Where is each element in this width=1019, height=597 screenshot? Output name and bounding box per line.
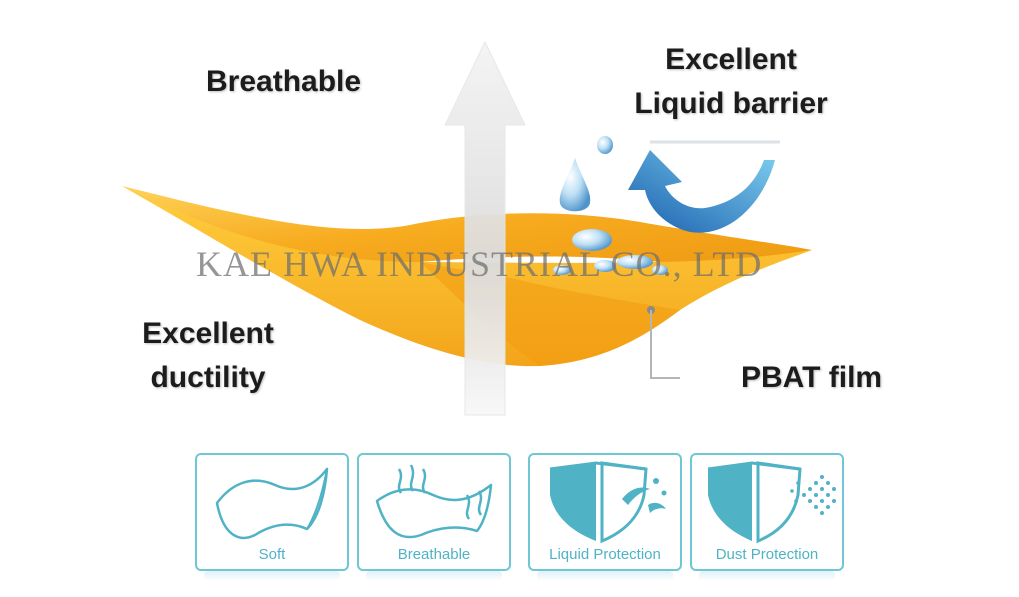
water-droplet-icon xyxy=(597,136,613,154)
pbat-leader-line xyxy=(650,310,680,379)
breathable-label-text: Breathable xyxy=(206,65,362,98)
liquid-shield-icon xyxy=(549,461,667,544)
breathable-label: Breathable xyxy=(206,60,361,104)
card-reflection xyxy=(366,571,502,581)
feature-label-liquid-protection: Liquid Protection xyxy=(549,546,661,563)
water-droplet-icon xyxy=(572,229,612,251)
feature-card-soft: Soft xyxy=(195,453,349,571)
feature-label-breathable: Breathable xyxy=(397,546,471,563)
feature-card-breathable: Breathable xyxy=(357,453,511,571)
ductility-line1: Excellent xyxy=(142,317,274,350)
pbat-film-label: PBAT film xyxy=(741,356,882,400)
company-watermark: KAE HWA INDUSTRIAL CO., LTD xyxy=(196,244,763,284)
ductility-line2: ductility xyxy=(150,360,266,394)
water-droplet-icon xyxy=(594,260,616,272)
ductility-label: Excellent ductility xyxy=(138,312,278,399)
card-reflection xyxy=(699,571,835,581)
liquid-barrier-line2: Liquid barrier xyxy=(634,86,828,120)
card-reflection xyxy=(537,571,673,581)
feature-label-soft: Soft xyxy=(258,546,286,563)
breathable-arrow-icon xyxy=(444,40,526,416)
liquid-barrier-line1: Excellent xyxy=(665,43,797,76)
soft-sheet-icon xyxy=(215,467,329,540)
feature-card-dust-protection: Dust Protection xyxy=(690,453,844,571)
liquid-barrier-arrow-icon xyxy=(628,150,775,233)
dust-shield-icon xyxy=(707,461,836,544)
water-droplet-icon xyxy=(652,265,668,275)
pbat-film-label-text: PBAT film xyxy=(741,361,883,394)
water-droplet-icon xyxy=(553,265,571,275)
card-reflection xyxy=(204,571,340,581)
liquid-barrier-label: Excellent Liquid barrier xyxy=(626,38,836,125)
water-droplet-icon xyxy=(559,158,591,212)
feature-card-liquid-protection: Liquid Protection xyxy=(528,453,682,571)
feature-label-dust-protection: Dust Protection xyxy=(715,546,819,563)
breathable-waves-icon xyxy=(375,464,493,539)
water-droplet-icon xyxy=(617,255,653,269)
